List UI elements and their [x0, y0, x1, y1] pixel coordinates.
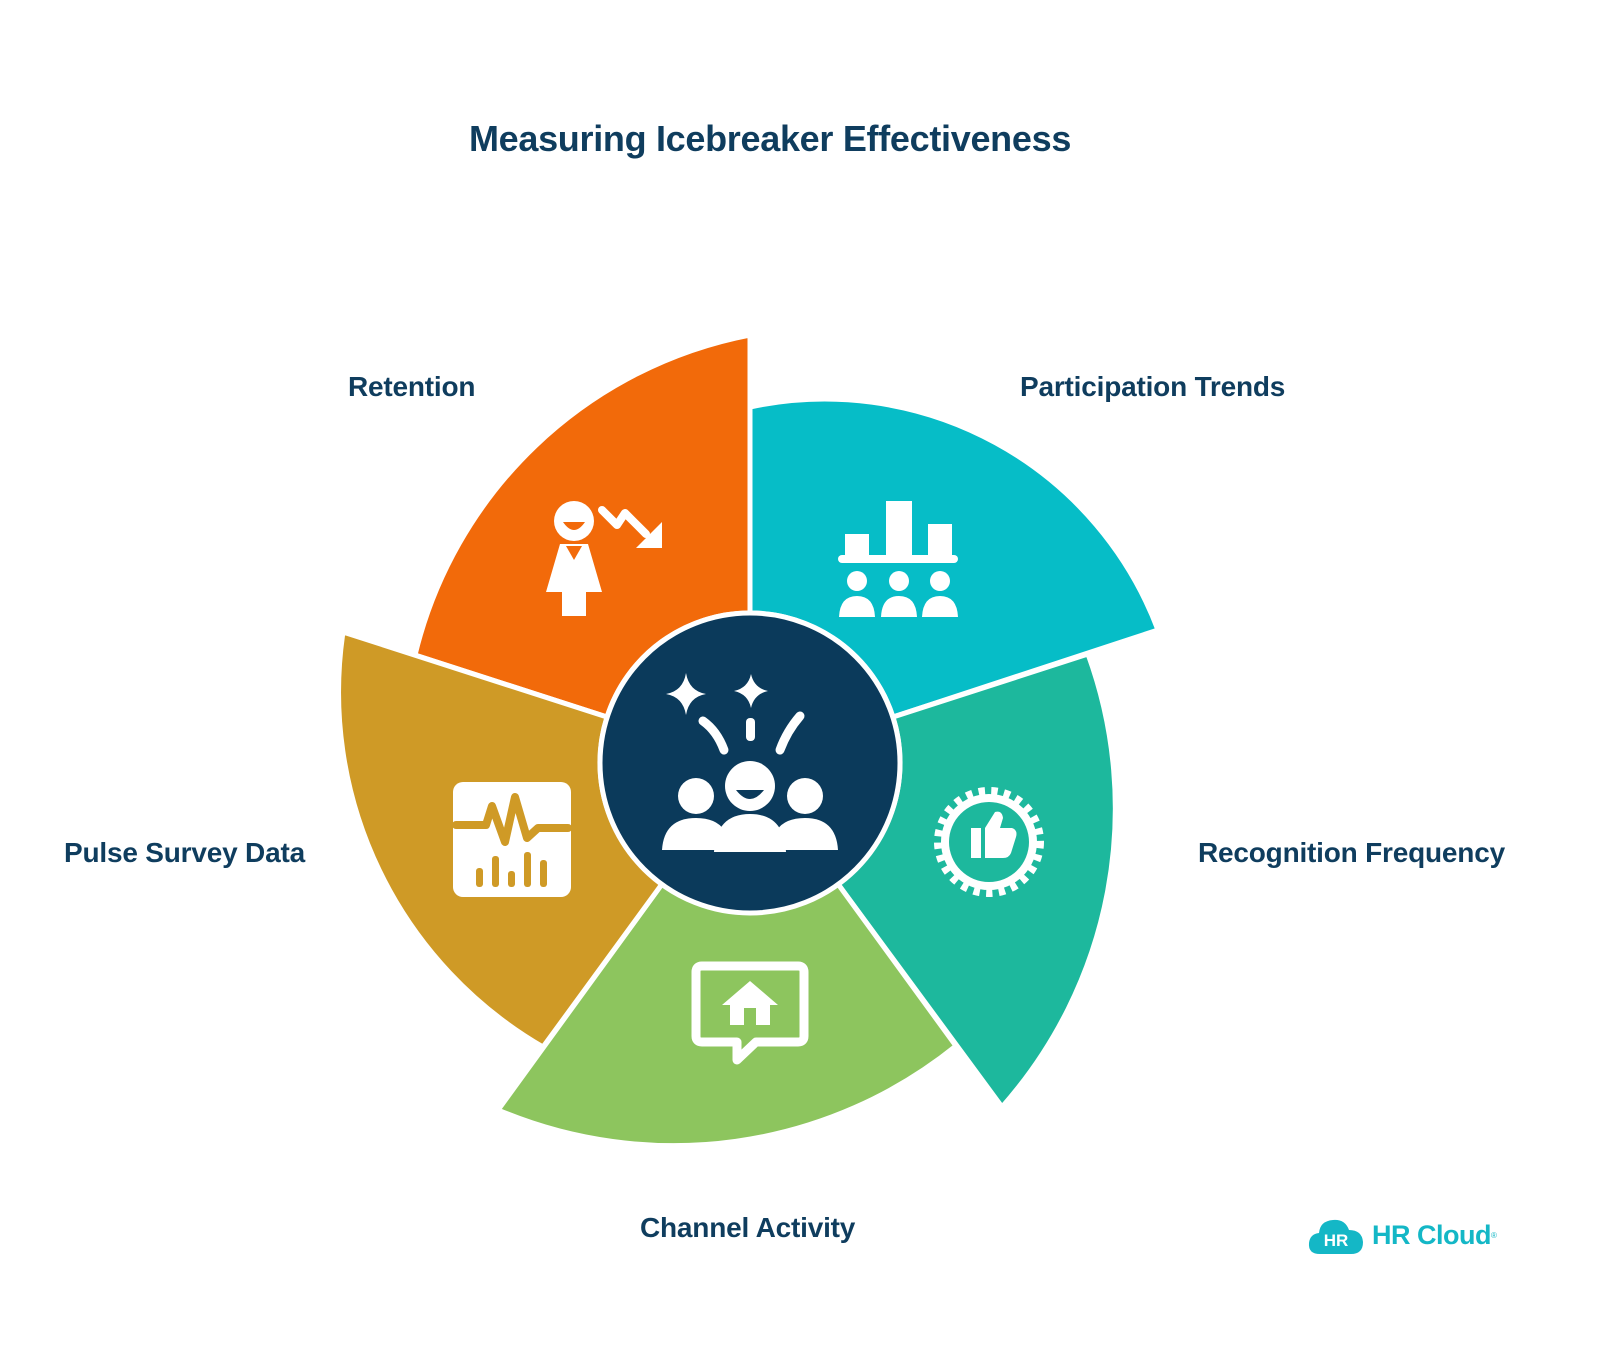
celebrating-team-icon — [662, 673, 838, 852]
logo-registered-mark: ® — [1490, 1230, 1497, 1240]
label-retention: Retention — [348, 371, 476, 402]
label-pulse-survey-data: Pulse Survey Data — [64, 837, 305, 868]
label-channel-activity: Channel Activity — [640, 1212, 856, 1243]
cloud-icon: HR — [1308, 1219, 1363, 1254]
label-recognition-frequency: Recognition Frequency — [1198, 837, 1505, 868]
label-participation-trends: Participation Trends — [1020, 371, 1286, 402]
person-down-trend-icon — [546, 501, 662, 616]
home-chat-bubble-icon — [691, 961, 809, 1065]
page-title: Measuring Icebreaker Effectiveness — [468, 118, 1072, 159]
logo-text: HR Cloud — [1372, 1219, 1491, 1250]
thumbs-up-badge-icon — [934, 787, 1044, 897]
hr-cloud-logo: HR HR Cloud® — [1308, 1212, 1497, 1258]
pulse-monitor-icon — [452, 782, 572, 897]
bar-chart-people-icon — [838, 501, 958, 617]
logo-badge-text: HR — [1324, 1231, 1349, 1250]
